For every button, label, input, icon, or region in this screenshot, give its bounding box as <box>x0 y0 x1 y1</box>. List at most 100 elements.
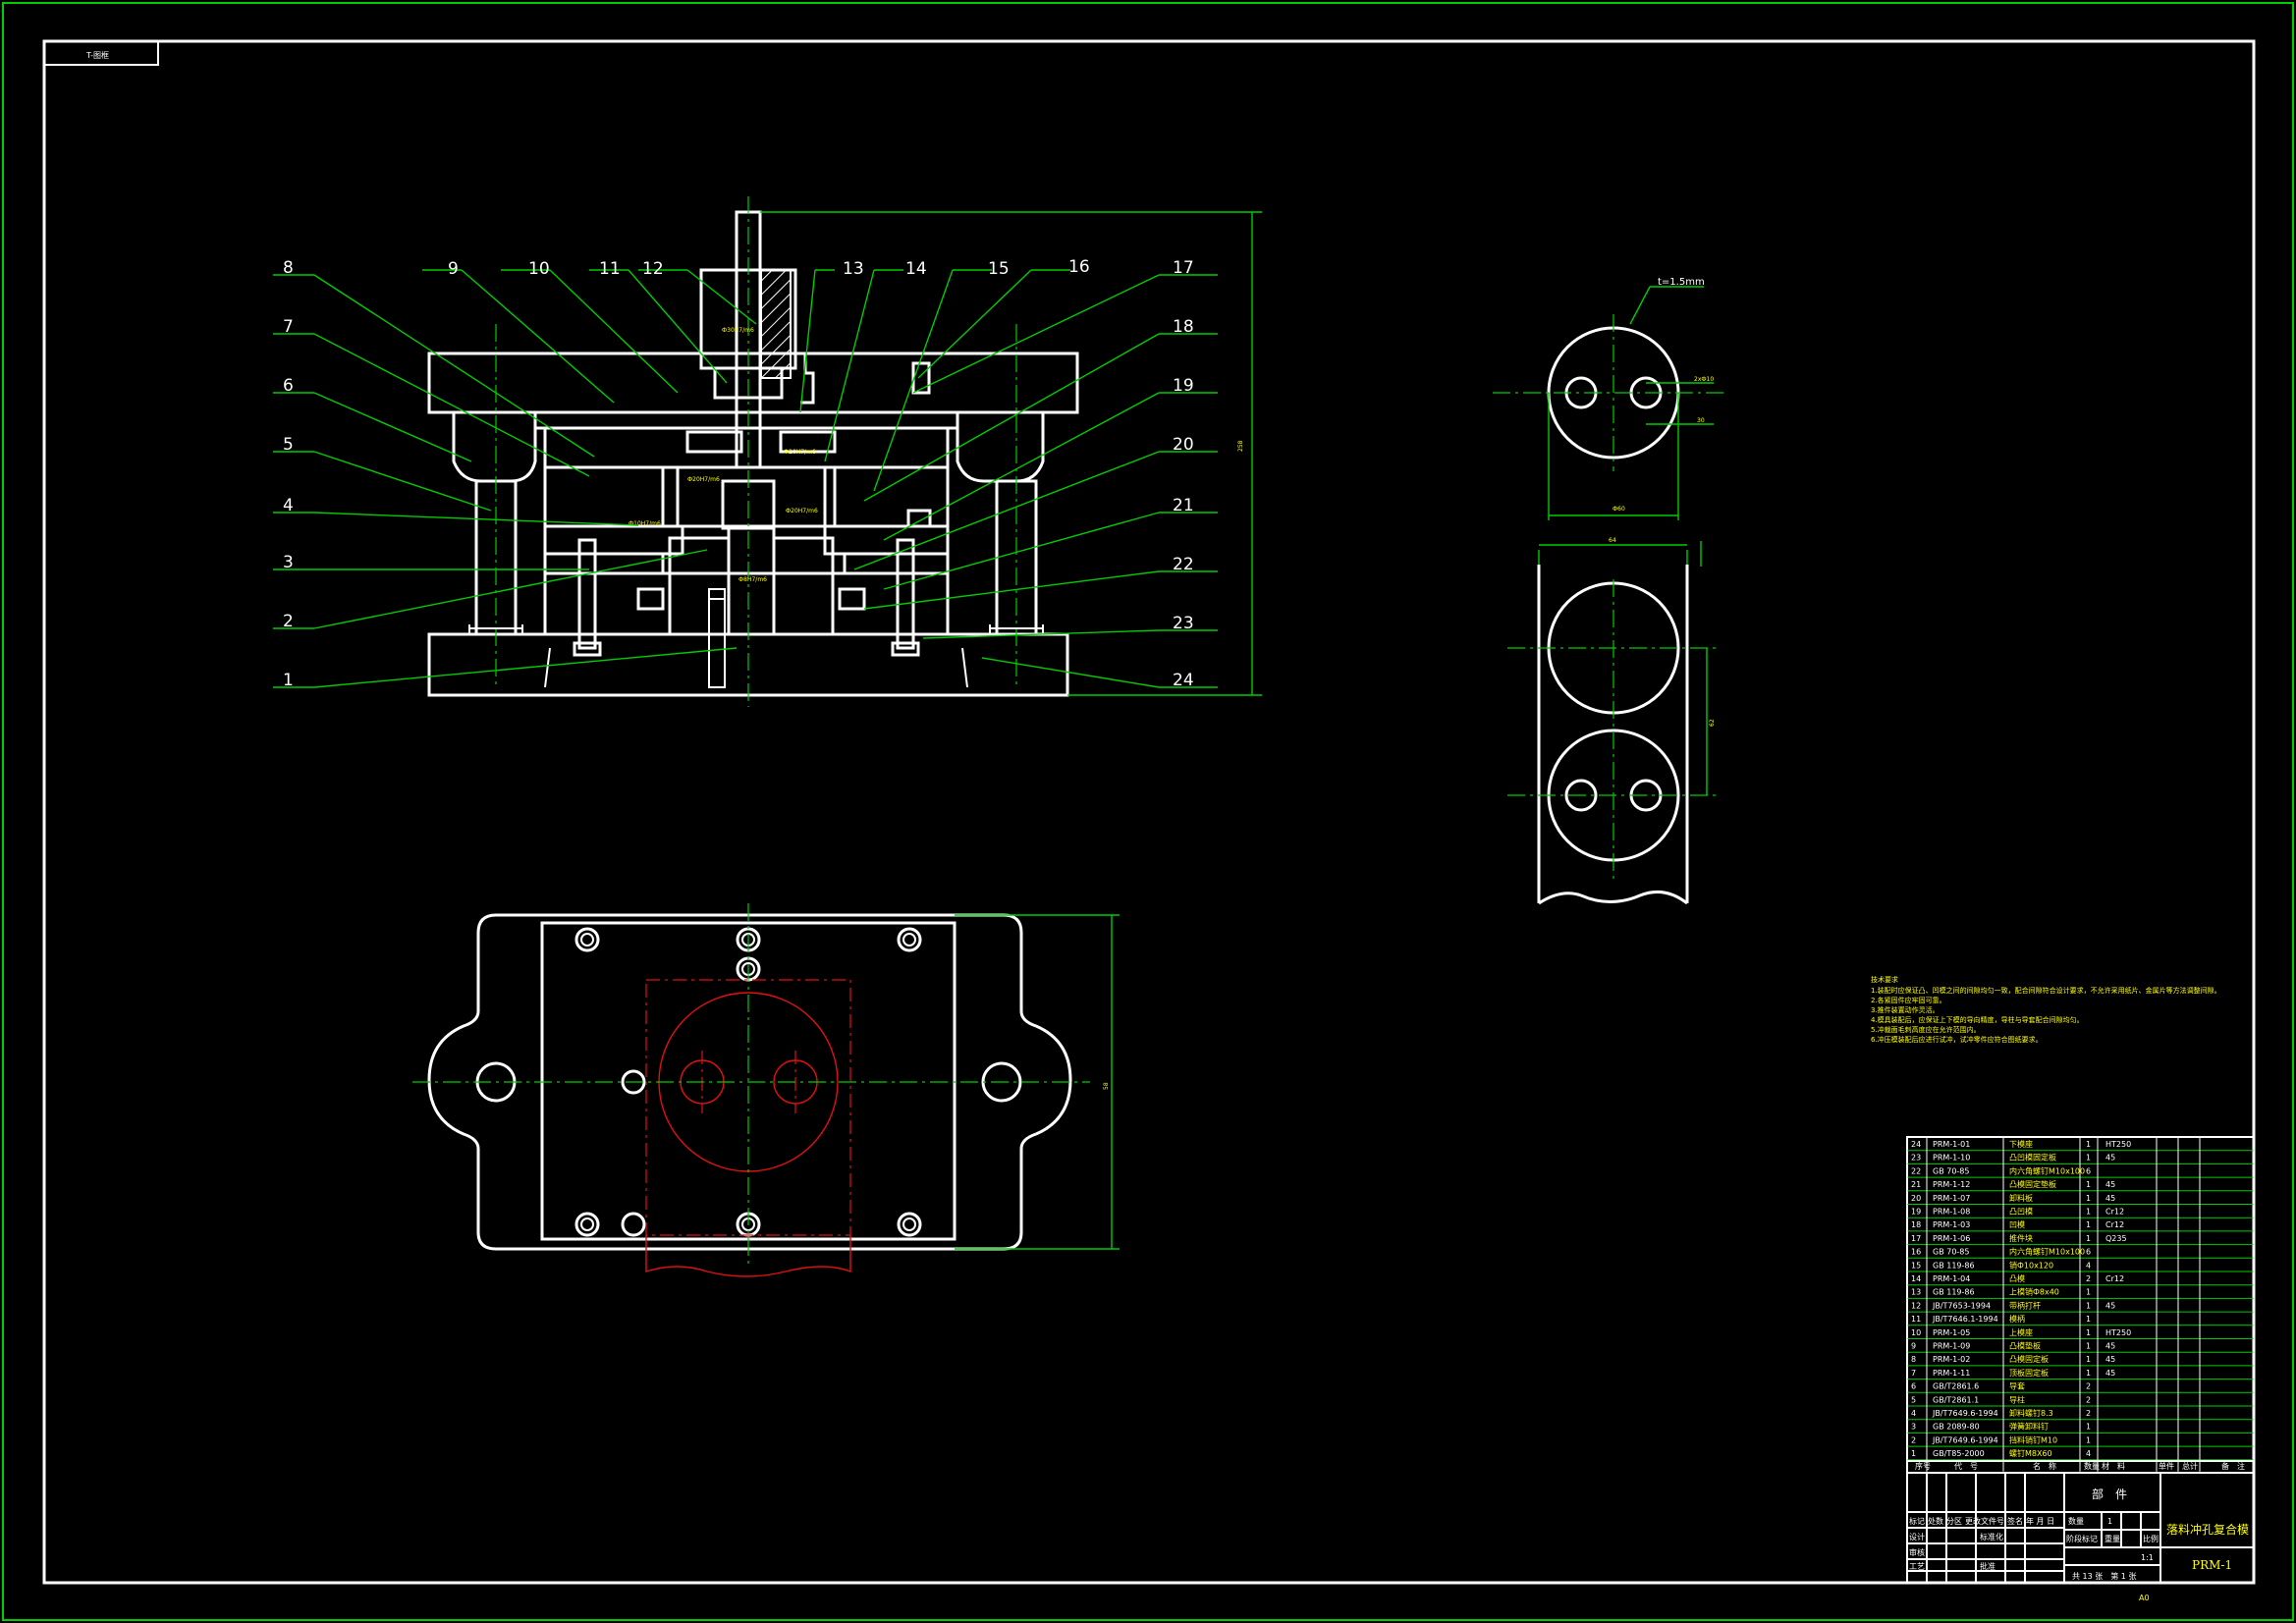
bom-cell: 2 <box>1911 1435 1916 1444</box>
bom-cell: 2 <box>2086 1274 2091 1283</box>
bom-cell: 45 <box>2105 1342 2115 1351</box>
bom-cell: 内六角螺钉M10x100 <box>2009 1165 2085 1175</box>
dimension-58: 58 <box>1103 1082 1110 1090</box>
bom-cell: PRM-1-06 <box>1933 1234 1970 1243</box>
bom-cell: 凸凹模 <box>2009 1207 2033 1217</box>
bom-cell: 1 <box>1911 1449 1916 1458</box>
bom-cell: 1 <box>2086 1194 2091 1203</box>
tech-note-line-5: 5.冲裁面毛刺高度应在允许范围内。 <box>1871 1025 1981 1034</box>
bom-cell: GB 70-85 <box>1933 1166 1969 1175</box>
bom-cell: 20 <box>1911 1194 1921 1203</box>
bom-cell: 10 <box>1911 1328 1921 1337</box>
sheet-size: A0 <box>2139 1594 2150 1602</box>
bom-cell: 4 <box>2086 1449 2091 1458</box>
bom-cell: 1 <box>2086 1154 2091 1163</box>
svg-text:Ф20H7/m6: Ф20H7/m6 <box>784 449 816 456</box>
part-label-20: 20 <box>1173 435 1194 455</box>
bom-cell: 14 <box>1911 1274 1921 1283</box>
part-label-8: 8 <box>283 258 294 278</box>
bom-cell: 导柱 <box>2009 1394 2025 1404</box>
bom-cell: 1 <box>2086 1220 2091 1229</box>
scale-label: 比例 <box>2143 1534 2159 1543</box>
part-label-12: 12 <box>642 259 664 279</box>
scale-value: 1:1 <box>2141 1553 2154 1562</box>
bom-cell: 导套 <box>2009 1381 2025 1391</box>
bom-cell: 凸模垫板 <box>2009 1341 2041 1351</box>
technical-notes: 技术要求 1.装配时应保证凸、凹模之间的间隙均匀一致，配合间隙符合设计要求，不允… <box>1871 975 2221 1044</box>
bom-cell: 凹模 <box>2009 1219 2025 1229</box>
bom-cell: Cr12 <box>2105 1274 2124 1283</box>
svg-text:62: 62 <box>1709 719 1716 727</box>
leader-lines <box>273 269 1218 688</box>
bom-cell: 1 <box>2086 1342 2091 1351</box>
tech-note-line-2: 2.各紧固件应牢固可靠。 <box>1871 996 1946 1004</box>
svg-text:64: 64 <box>1609 537 1616 544</box>
bom-cell: PRM-1-12 <box>1933 1180 1970 1189</box>
bom-cell: 13 <box>1911 1288 1921 1297</box>
tech-notes-heading: 技术要求 <box>1871 975 1898 984</box>
bom-cell: 22 <box>1911 1166 1921 1175</box>
bom-cell: 内六角螺钉M10x100 <box>2009 1247 2085 1257</box>
bom-cell: Cr12 <box>2105 1220 2124 1229</box>
bom-cell: 15 <box>1911 1261 1921 1270</box>
bom-cell: 1 <box>2086 1369 2091 1378</box>
bom-cell: 螺钉M8X60 <box>2009 1448 2052 1458</box>
bom-cell: PRM-1-01 <box>1933 1140 1970 1149</box>
tech-note-line-3: 3.推件装置动作灵活。 <box>1871 1005 1940 1014</box>
sign-row-4: 工艺批准 <box>1909 1561 1995 1571</box>
svg-text:2xФ10: 2xФ10 <box>1694 376 1714 383</box>
bom-cell: 16 <box>1911 1248 1921 1257</box>
tech-note-line-1: 1.装配时应保证凸、凹模之间的间隙均匀一致，配合间隙符合设计要求，不允许采用纸片… <box>1871 986 2221 995</box>
bom-cell: 带柄打杆 <box>2009 1300 2041 1310</box>
count-label: 数量 <box>2068 1516 2084 1526</box>
bom-cell: 2 <box>2086 1382 2091 1391</box>
bom-cell: JB/T7649.6-1994 <box>1932 1435 1998 1444</box>
bom-row: 5 GB/T2861.1 导柱 2 <box>1911 1394 2091 1404</box>
svg-text:Ф60: Ф60 <box>1613 506 1625 513</box>
bom-cell: 17 <box>1911 1234 1921 1243</box>
bom-cell: 1 <box>2086 1423 2091 1432</box>
bom-cell: 4 <box>2086 1261 2091 1270</box>
bom-cell: 6 <box>1911 1382 1916 1391</box>
tech-note-line-6: 6.冲压模装配后应进行试冲，试冲零件应符合图纸要求。 <box>1871 1035 2043 1044</box>
svg-text:数量: 数量 <box>2084 1461 2100 1471</box>
bom-cell: PRM-1-05 <box>1933 1328 1970 1337</box>
bom-cell: HT250 <box>2105 1140 2131 1149</box>
bom-cell: 19 <box>1911 1208 1921 1217</box>
bom-cell: GB/T2861.1 <box>1933 1395 1979 1404</box>
bom-cell: 21 <box>1911 1180 1921 1189</box>
bom-header: 序号 代 号 名 称 数量 材 料 单件 总计 备 注 <box>1915 1461 2245 1471</box>
bom-cell: JB/T7649.6-1994 <box>1932 1409 1998 1418</box>
bom-cell: PRM-1-10 <box>1933 1154 1970 1163</box>
svg-text:Ф20H7/m6: Ф20H7/m6 <box>786 508 818 514</box>
svg-text:30: 30 <box>1697 417 1705 424</box>
stage-label: 阶段标记 <box>2066 1534 2098 1543</box>
bom-cell: 2 <box>2086 1409 2091 1418</box>
bom-cell: 24 <box>1911 1140 1921 1149</box>
bom-cell: 1 <box>2086 1301 2091 1310</box>
bom-cell: GB/T2861.6 <box>1933 1382 1979 1391</box>
tech-note-line-4: 4.模具装配后，应保证上下模的导向精度，导柱与导套配合间隙均匀。 <box>1871 1015 2084 1024</box>
bom-cell: 2 <box>2086 1395 2091 1404</box>
bom-cell: 1 <box>2086 1328 2091 1337</box>
inner-frame <box>42 39 2256 1585</box>
part-label-11: 11 <box>599 259 621 279</box>
bom-cell: 23 <box>1911 1154 1921 1163</box>
bom-cell: PRM-1-03 <box>1933 1220 1970 1229</box>
svg-text:Ф30H7/m6: Ф30H7/m6 <box>722 327 754 334</box>
bom-cell: JB/T7646.1-1994 <box>1932 1315 1998 1324</box>
bom-cell: 5 <box>1911 1395 1916 1404</box>
bom-cell: 上模座 <box>2009 1327 2033 1337</box>
bom-cell: 45 <box>2105 1154 2115 1163</box>
bom-cell: 凸模固定垫板 <box>2009 1179 2056 1189</box>
part-label-9: 9 <box>448 259 459 279</box>
